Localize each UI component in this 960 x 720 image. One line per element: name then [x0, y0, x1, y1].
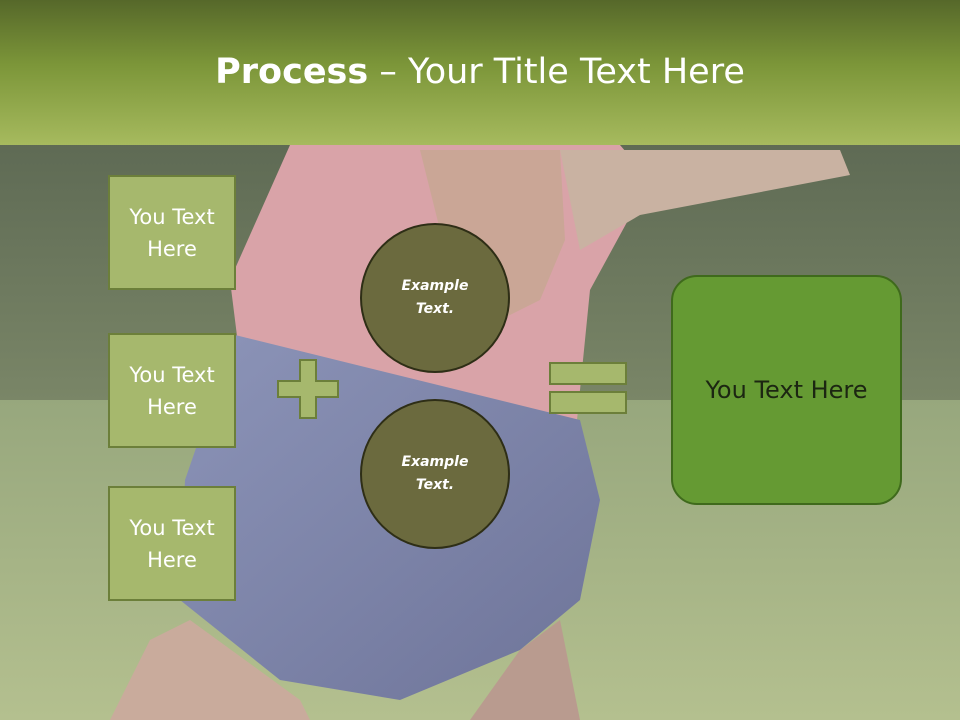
- step-box-2-label: You Text Here: [129, 362, 215, 419]
- result-box-label: You Text Here: [705, 376, 868, 404]
- step-box-3-label: You Text Here: [129, 515, 215, 572]
- title-bold: Process: [215, 52, 369, 92]
- step-box-2: You Text Here: [108, 333, 236, 448]
- result-box: You Text Here: [671, 275, 902, 505]
- example-circle-1: Example Text.: [360, 223, 510, 373]
- page-title: Process – Your Title Text Here: [0, 52, 960, 92]
- example-circle-2-label: Example Text.: [401, 454, 469, 493]
- plus-icon: [277, 359, 339, 419]
- title-bar: Process – Your Title Text Here: [0, 0, 960, 145]
- example-circle-1-label: Example Text.: [401, 278, 469, 317]
- step-box-1: You Text Here: [108, 175, 236, 290]
- title-rest: – Your Title Text Here: [368, 52, 745, 92]
- equals-icon: [549, 362, 627, 414]
- step-box-1-label: You Text Here: [129, 204, 215, 261]
- example-circle-2: Example Text.: [360, 399, 510, 549]
- step-box-3: You Text Here: [108, 486, 236, 601]
